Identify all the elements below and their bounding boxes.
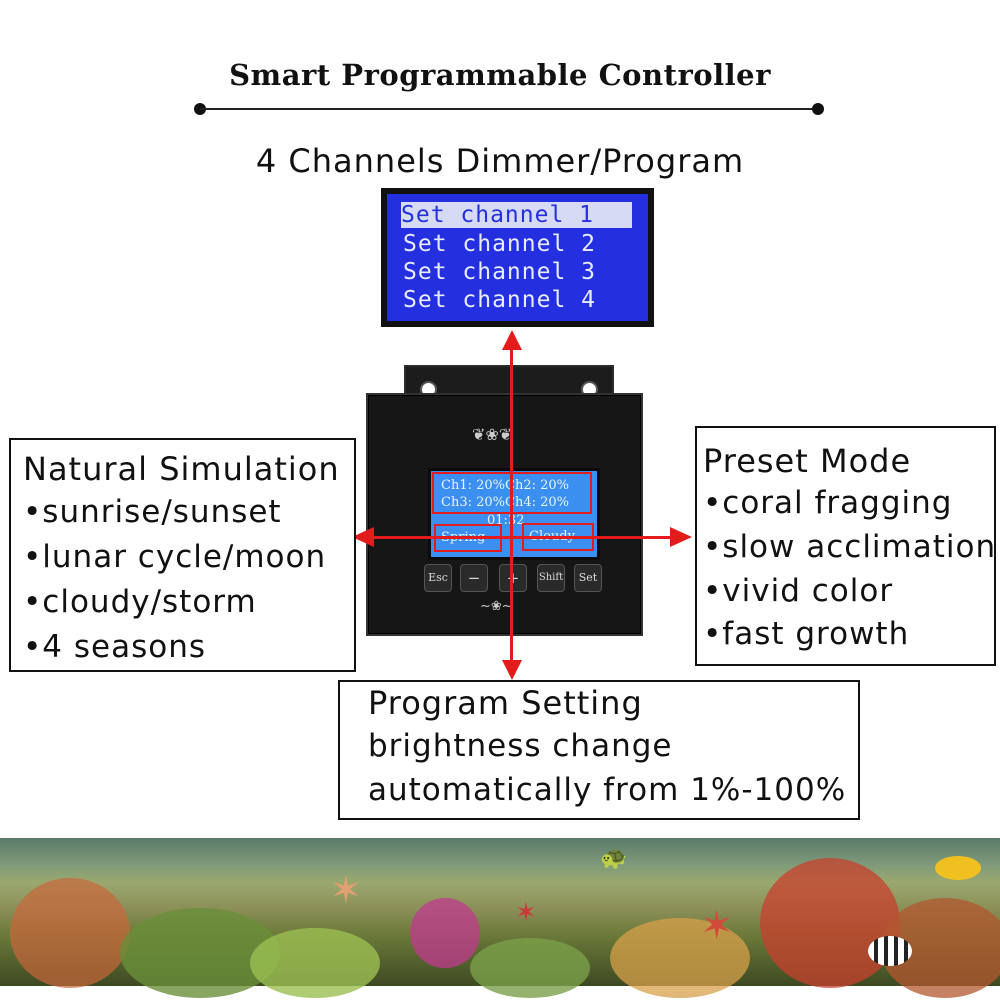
program-setting-heading: Program Setting [368,684,643,722]
lcd-menu-item-3: Set channel 3 [403,259,597,285]
natural-simulation-item: lunar cycle/moon [23,539,326,575]
minus-button[interactable]: − [460,564,488,592]
fish-icon [935,856,981,880]
preset-mode-item: coral fragging [703,485,952,521]
set-button[interactable]: Set [574,564,602,592]
arrow-horizontal-line [372,536,672,539]
program-setting-panel: Program Setting brightness change automa… [338,680,860,820]
starfish-icon: ✶ [515,898,537,928]
ornament-bottom-icon: ~❀~ [480,599,513,614]
natural-simulation-item: cloudy/storm [23,584,257,620]
arrow-down-icon [502,660,522,680]
arrow-up-icon [502,330,522,350]
preset-mode-heading: Preset Mode [703,442,912,480]
title-rule-right-dot [812,103,824,115]
fish-icon [868,936,912,966]
device-screen-row2: Ch3: 20%Ch4: 20% [441,495,569,510]
starfish-icon: ✶ [700,903,734,949]
preset-mode-item: fast growth [703,616,909,652]
natural-simulation-item: 4 seasons [23,629,206,665]
device-screen-row1: Ch1: 20%Ch2: 20% [441,478,569,493]
lcd-menu-item-2: Set channel 2 [403,231,597,257]
lcd-menu-item-1: Set channel 1 [401,202,633,228]
arrow-vertical-line [510,348,513,664]
program-setting-line2: automatically from 1%-100% [368,772,847,808]
preset-mode-item: slow acclimation [703,529,996,565]
turtle-icon: 🐢 [600,846,628,871]
preset-mode-item: vivid color [703,573,893,609]
title-rule [200,108,818,110]
preset-mode-panel: Preset Mode coral fragging slow acclimat… [695,426,996,666]
natural-simulation-panel: Natural Simulation sunrise/sunset lunar … [9,438,356,672]
page-subtitle: 4 Channels Dimmer/Program [255,142,745,180]
program-setting-line1: brightness change [368,728,673,764]
shift-button[interactable]: Shift [537,564,565,592]
arrow-right-icon [670,527,692,547]
natural-simulation-item: sunrise/sunset [23,494,282,530]
arrow-left-icon [352,527,374,547]
lcd-menu-display: Set channel 1 Set channel 2 Set channel … [381,188,654,327]
ornament-top-icon: ❦❀❦ [472,425,513,444]
plus-button[interactable]: + [499,564,527,592]
lcd-menu-item-4: Set channel 4 [403,287,597,313]
starfish-icon: ✶ [330,868,362,912]
natural-simulation-heading: Natural Simulation [23,450,340,488]
esc-button[interactable]: Esc [424,564,452,592]
aquarium-banner-image: ✶ ✶ ✶ 🐢 [0,838,1000,998]
page-title: Smart Programmable Controller [229,58,771,92]
